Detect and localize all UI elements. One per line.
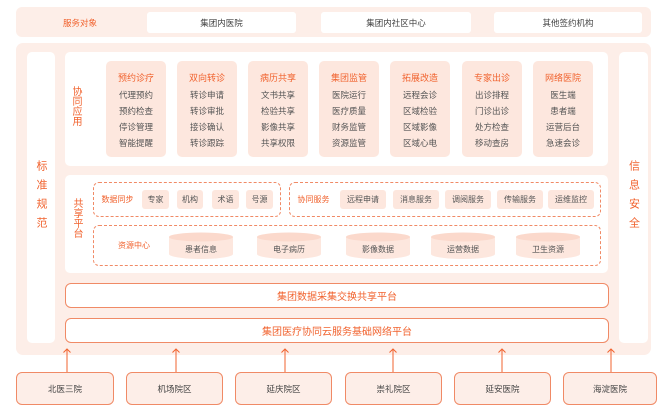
database-icon: 电子病历 — [256, 232, 322, 259]
app-card-item: 智能提醒 — [118, 139, 153, 149]
app-card-item: 资源监管 — [331, 139, 366, 149]
site-box: 延安医院 — [454, 372, 551, 405]
resource-center-group — [93, 225, 601, 266]
app-card-item: 转诊跟踪 — [189, 139, 224, 149]
app-card-item: 医疗质量 — [331, 107, 366, 117]
data-sync-item: 专家 — [142, 190, 169, 209]
app-card-item: 影像共享 — [260, 123, 295, 133]
app-card-title: 网络医院 — [544, 74, 581, 84]
app-card: 专家出诊出诊排程门诊出诊处方检查移动查房 — [462, 61, 522, 157]
site-box: 延庆院区 — [235, 372, 332, 405]
collab-service-item: 消息服务 — [393, 190, 439, 209]
service-target-community-center: 集团内社区中心 — [321, 12, 471, 33]
resource-item: 影像数据 — [362, 244, 394, 254]
app-card-item: 接诊确认 — [189, 123, 224, 133]
service-target-other-institutions: 其他签约机构 — [494, 12, 642, 33]
app-card-item: 医院运行 — [331, 91, 366, 101]
data-exchange-platform-bar: 集团数据采集交换共享平台 — [65, 283, 609, 308]
app-card-item: 检验共享 — [260, 107, 295, 117]
resource-center-label: 资源中心 — [118, 241, 150, 250]
app-card-item: 门诊出诊 — [474, 107, 509, 117]
collab-service-item: 运维监控 — [548, 190, 594, 209]
app-card-item: 区域检验 — [402, 107, 437, 117]
resource-item: 电子病历 — [273, 244, 305, 254]
app-card-title: 专家出诊 — [473, 74, 510, 84]
app-card: 双向转诊转诊申请转诊审批接诊确认转诊跟踪 — [177, 61, 237, 157]
database-icon: 卫生资源 — [515, 232, 581, 259]
data-sync-item: 机构 — [177, 190, 203, 209]
app-card-title: 双向转诊 — [188, 74, 225, 84]
database-icon: 患者信息 — [168, 232, 234, 259]
app-card-item: 区域心电 — [402, 139, 437, 149]
app-card: 病历共享文书共享检验共享影像共享共享权限 — [248, 61, 308, 157]
data-sync-group — [93, 182, 281, 217]
app-card-item: 医生端 — [550, 91, 576, 101]
app-card: 预约诊疗代理预约预约检查停诊管理智能提醒 — [106, 61, 166, 157]
app-card-item: 患者端 — [550, 107, 576, 117]
app-card-item: 转诊申请 — [189, 91, 224, 101]
standards-label: 标准规范 — [35, 159, 48, 236]
app-card-item: 预约检查 — [118, 107, 153, 117]
app-card-title: 预约诊疗 — [117, 74, 154, 84]
app-card-item: 急速会诊 — [545, 139, 580, 149]
data-sync-label: 数据同步 — [101, 195, 134, 204]
shared-platform-label: 共享平台 — [71, 198, 82, 238]
app-card-item: 转诊审批 — [189, 107, 224, 117]
data-sync-item: 号源 — [246, 190, 273, 209]
data-sync-item: 术语 — [212, 190, 239, 209]
app-card-item: 远程会诊 — [402, 91, 437, 101]
app-card: 集团监管医院运行医疗质量财务监管资源监管 — [319, 61, 379, 157]
app-card-item: 区域影像 — [402, 123, 437, 133]
app-card-title: 病历共享 — [259, 74, 296, 84]
database-icon: 运营数据 — [430, 232, 496, 259]
site-box: 机场院区 — [126, 372, 223, 405]
collab-apps-label: 协同应用 — [70, 86, 81, 126]
security-label: 信息安全 — [627, 159, 641, 236]
standards-column: 标准规范 — [27, 52, 55, 343]
app-card-item: 移动查房 — [474, 139, 509, 149]
app-card-item: 处方检查 — [474, 123, 509, 133]
database-icon: 影像数据 — [345, 232, 411, 259]
app-card-item: 财务监管 — [331, 123, 366, 133]
app-card: 网络医院医生端患者端运营后台急速会诊 — [533, 61, 593, 157]
app-card-item: 停诊管理 — [118, 123, 153, 133]
service-target-group-hospital: 集团内医院 — [147, 12, 296, 33]
app-card-item: 共享权限 — [260, 139, 295, 149]
collab-service-item: 调阅服务 — [445, 190, 491, 209]
app-card-title: 集团监管 — [330, 74, 367, 84]
cloud-network-platform-bar: 集团医疗协同云服务基础网络平台 — [65, 318, 609, 343]
app-card-item: 出诊排程 — [474, 91, 509, 101]
app-card-item: 代理预约 — [118, 91, 153, 101]
collab-service-item: 远程申请 — [340, 190, 386, 209]
security-column: 信息安全 — [619, 52, 648, 343]
site-box: 海淀医院 — [563, 372, 657, 405]
app-card-title: 拓展改造 — [401, 74, 438, 84]
resource-item: 卫生资源 — [532, 244, 564, 254]
site-box: 北医三院 — [16, 372, 114, 405]
collab-service-group — [289, 182, 601, 217]
resource-item: 患者信息 — [185, 244, 217, 254]
collab-service-item: 传输服务 — [497, 190, 543, 209]
site-box: 崇礼院区 — [345, 372, 442, 405]
app-card-item: 文书共享 — [260, 91, 295, 101]
app-card: 拓展改造远程会诊区域检验区域影像区域心电 — [390, 61, 450, 157]
collab-service-label: 协同服务 — [297, 195, 330, 204]
app-card-item: 运营后台 — [545, 123, 580, 133]
service-targets-label: 服务对象 — [62, 18, 97, 29]
resource-item: 运营数据 — [447, 244, 479, 254]
